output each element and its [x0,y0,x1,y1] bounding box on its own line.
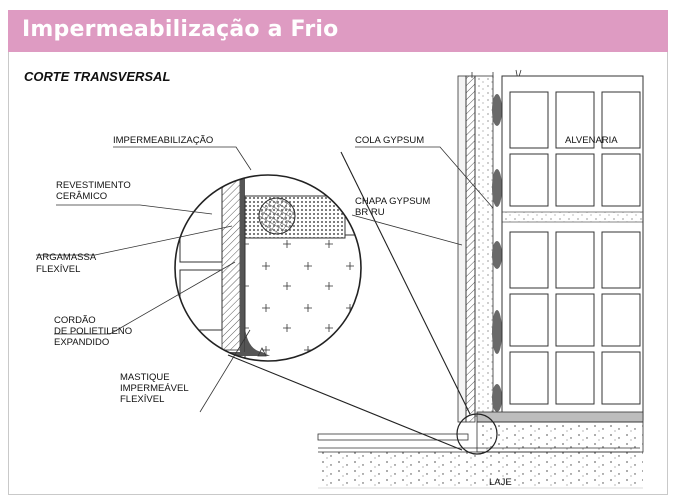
glue-blob [492,241,502,269]
detail-zoom [174,174,362,362]
label-mastique-1: MASTIQUE [120,372,170,383]
detail-marker-circle [456,413,498,455]
label-mastique-2: IMPERMEÁVEL [120,383,189,394]
label-impermeabilizacao: IMPERMEABILIZAÇÃO [113,135,213,146]
glue-blob [492,94,502,126]
slab-section [476,421,644,453]
glue-blob [492,384,502,412]
leader-lines [36,146,494,413]
header-bar [8,10,668,52]
label-argamassa-1: ARGAMASSA [36,252,97,263]
glue-blob [492,310,502,354]
label-chapa-1: CHAPA GYPSUM [355,196,430,207]
label-cordao-1: CORDÃO [54,315,96,326]
label-mastique-3: FLEXÍVEL [120,394,164,405]
label-laje: LAJE [489,477,512,488]
mortar-layer [465,75,476,423]
detail-zoom-border [174,174,362,362]
label-cordao-3: EXPANDIDO [54,337,109,348]
wall-assembly [457,69,644,423]
page-title: Impermeabilização a Frio [22,17,339,42]
glue-blob [492,169,502,207]
label-chapa-2: BR RU [355,207,385,218]
tile-layer [457,75,467,423]
slab [317,421,644,489]
label-cordao-2: DE POLIETILENO [54,326,132,337]
section-title: CORTE TRANSVERSAL [24,69,171,84]
label-argamassa-2: FLEXÍVEL [36,264,80,275]
label-revestimento-1: REVESTIMENTO [56,180,131,191]
gypsum-board [474,75,494,417]
label-alvenaria: ALVENARIA [565,135,618,146]
label-revestimento-2: CERÂMICO [56,191,107,202]
label-cola-gypsum: COLA GYPSUM [355,135,424,146]
